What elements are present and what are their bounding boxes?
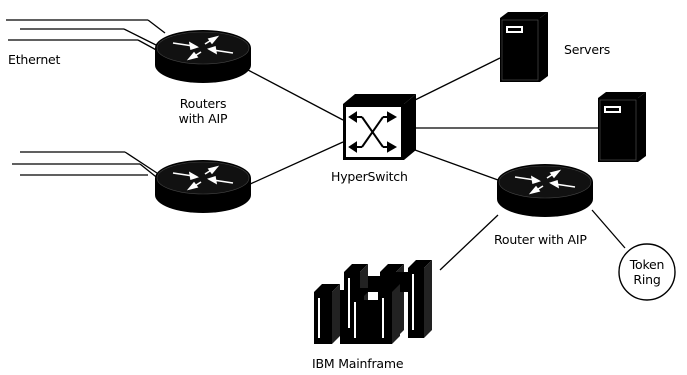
atm-switch-icon: [343, 94, 416, 160]
routers-label-line1: Routers: [179, 96, 227, 111]
mainframe-icon: [314, 260, 432, 344]
routers-label-line2: with AIP: [178, 111, 228, 126]
router-icon: [496, 163, 594, 218]
ibm-mainframe-label: IBM Mainframe: [312, 356, 404, 371]
ethernet-label: Ethernet: [8, 52, 61, 67]
router-icon: [154, 159, 252, 214]
token-ring-label: Token Ring: [622, 257, 672, 287]
token-ring-label-line1: Token: [629, 257, 665, 272]
token-ring-icon: [618, 243, 676, 301]
router-icon: [154, 29, 252, 84]
routers-with-aip-label: Routers with AIP: [168, 96, 238, 126]
token-ring-label-line2: Ring: [633, 272, 661, 287]
router-with-aip-label: Router with AIP: [494, 232, 587, 247]
connection-lines: [6, 19, 626, 271]
server-tower-icon: [499, 11, 549, 83]
hyperswitch-label: HyperSwitch: [331, 169, 408, 184]
server-tower-icon: [597, 91, 647, 163]
servers-label: Servers: [564, 42, 611, 57]
